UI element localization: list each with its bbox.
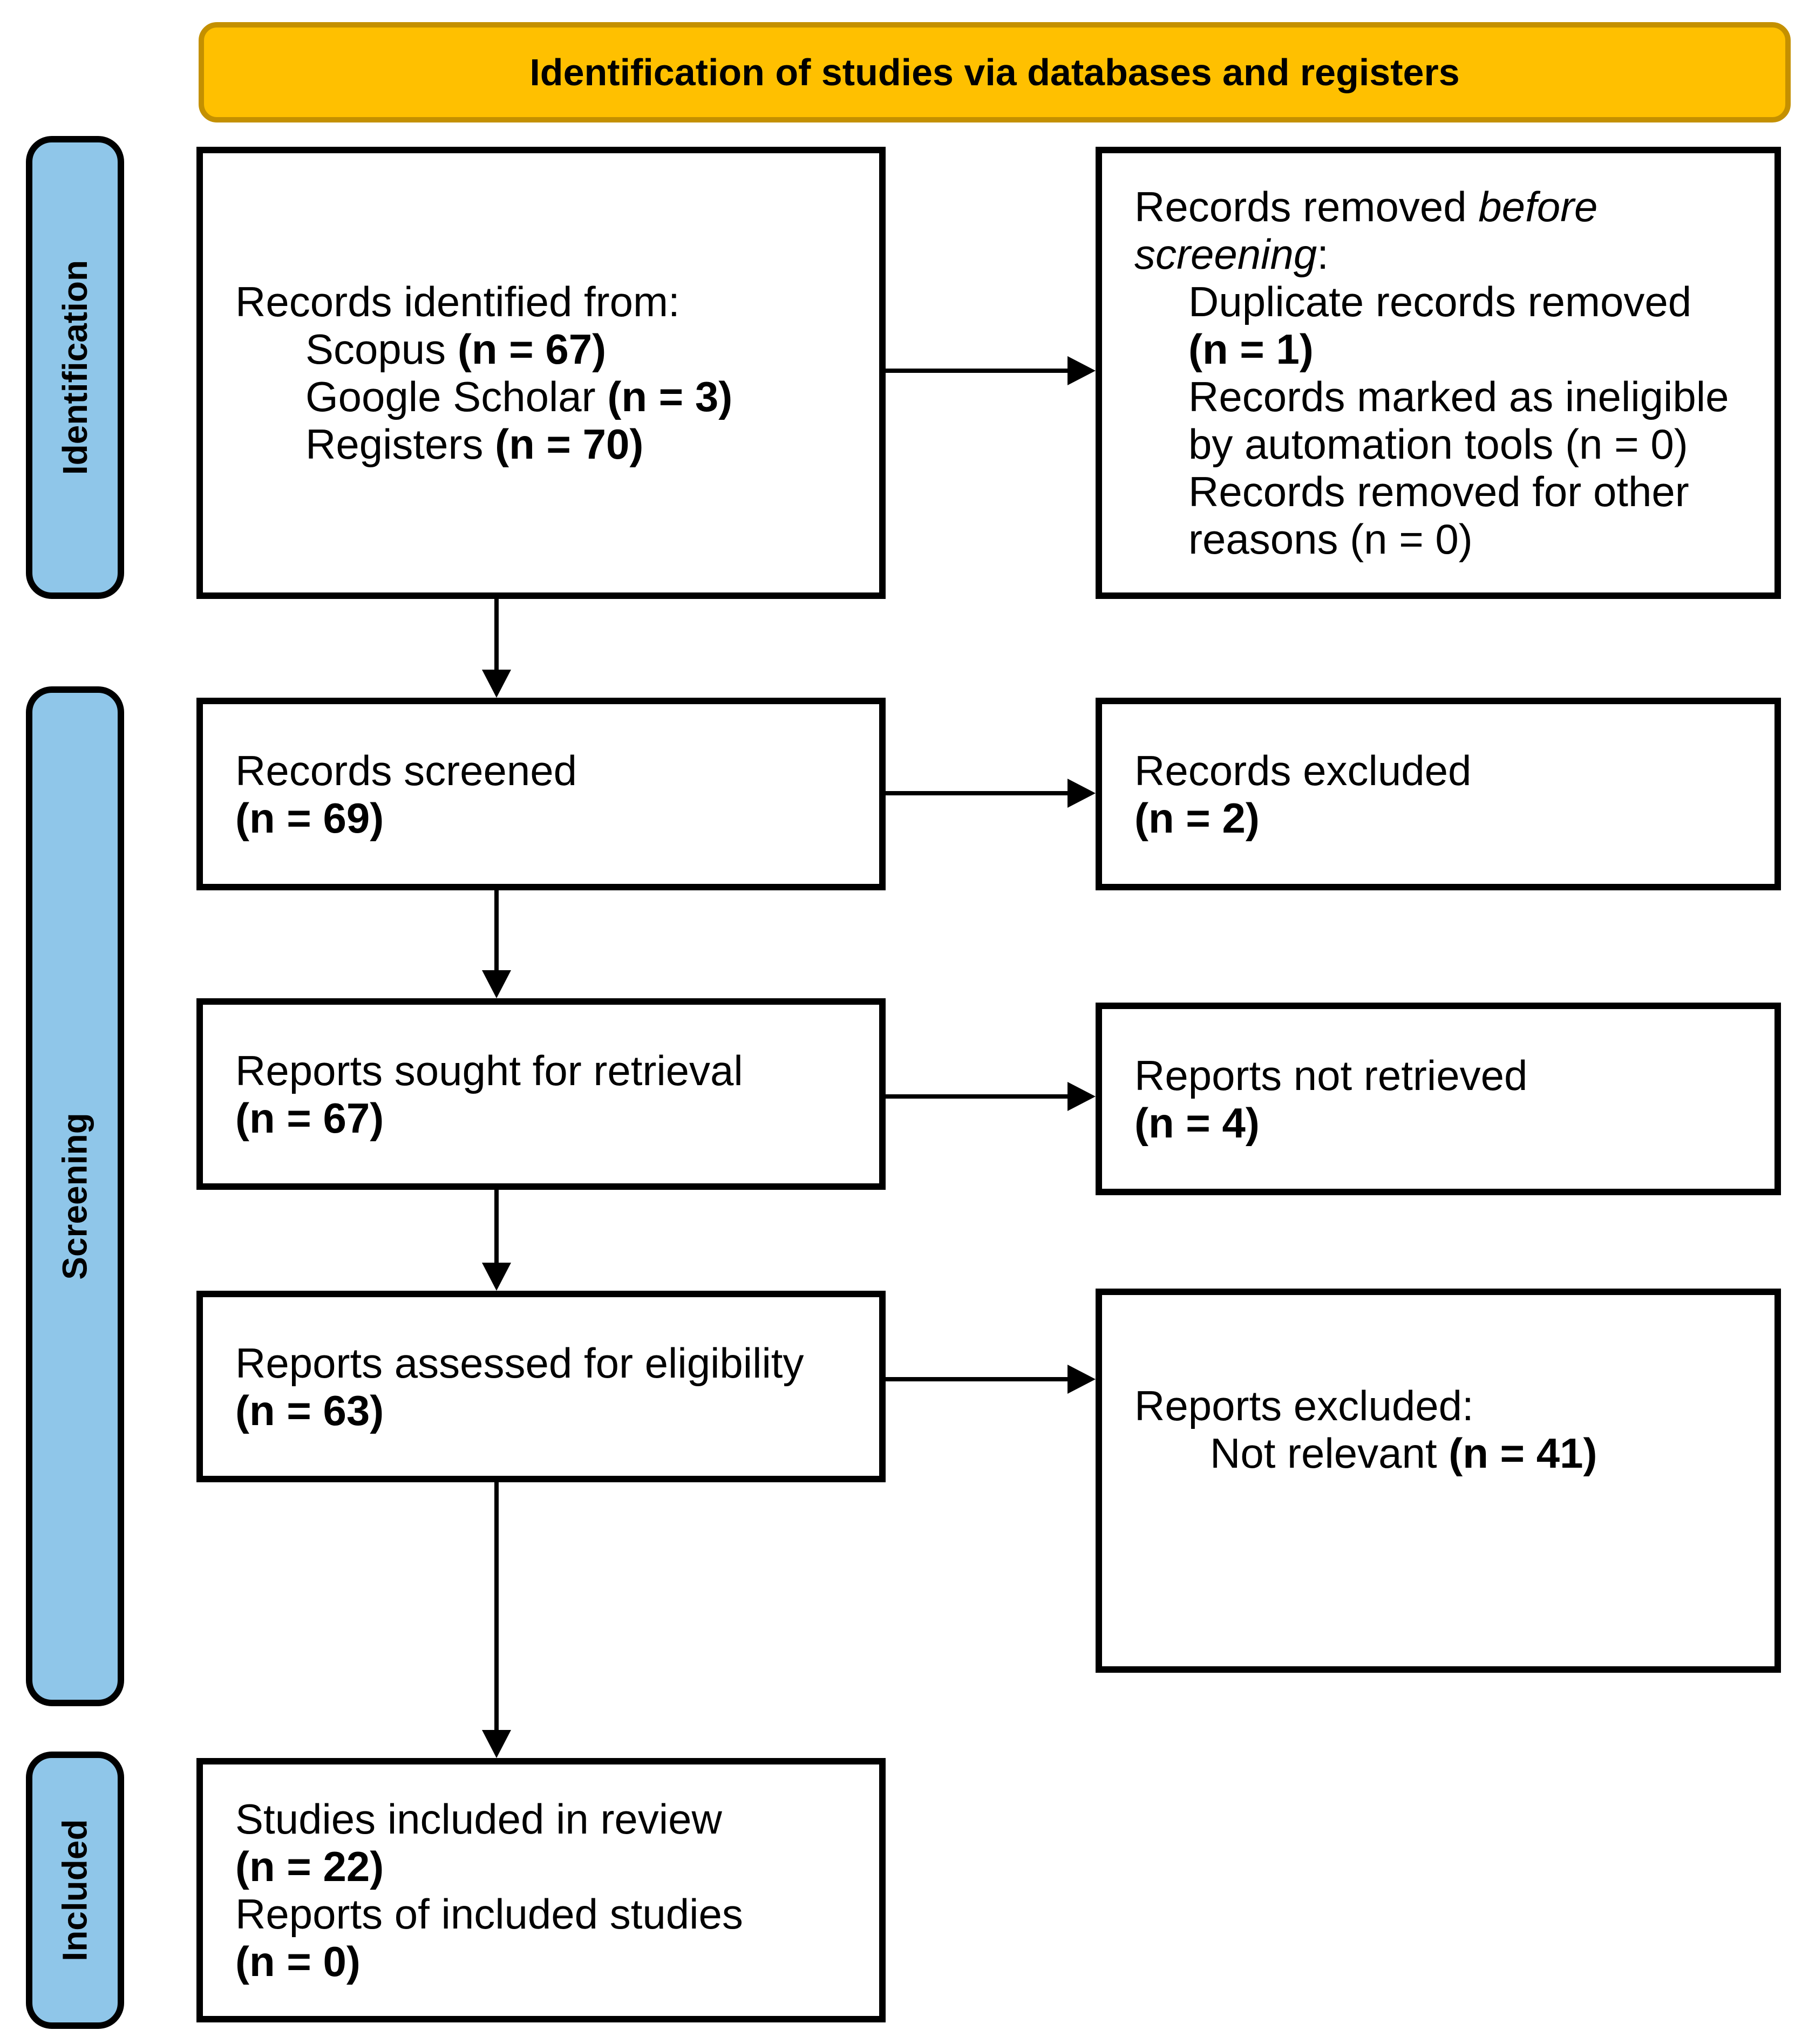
phase-bar-screening: Screening bbox=[26, 686, 124, 1706]
box-text-segment: Scopus bbox=[305, 325, 458, 373]
box-text-line: Records marked as ineligible bbox=[1134, 373, 1758, 420]
box-text-segment: Reports not retrieved bbox=[1134, 1051, 1528, 1099]
arrow-assessed-to-included-line bbox=[494, 1482, 499, 1731]
box-text-segment: (n = 3) bbox=[607, 373, 733, 420]
arrow-screened-to-sought-line bbox=[494, 890, 499, 971]
phase-label-included: Included bbox=[56, 1819, 94, 1961]
box-text-segment: (n = 69) bbox=[235, 794, 384, 842]
box-text-segment: (n = 67) bbox=[235, 1094, 384, 1142]
box-text-segment: Reports assessed for eligibility bbox=[235, 1339, 804, 1387]
box-reports-sought-for-retrieval: Reports sought for retrieval(n = 67) bbox=[196, 998, 886, 1190]
arrow-assessed-to-included-head-icon bbox=[482, 1730, 511, 1758]
box-text-segment: Records screened bbox=[235, 746, 577, 794]
box-text-line: Duplicate records removed bbox=[1134, 278, 1758, 325]
box-text-segment: (n = 22) bbox=[235, 1843, 384, 1890]
arrow-identified-to-removed-line bbox=[886, 369, 1069, 373]
box-text-segment: (n = 41) bbox=[1449, 1429, 1597, 1477]
box-text-segment: (n = 2) bbox=[1134, 794, 1260, 842]
box-text-segment: (n = 63) bbox=[235, 1386, 384, 1434]
box-text-line: (n = 22) bbox=[235, 1843, 863, 1890]
box-reports-excluded: Reports excluded:Not relevant (n = 41) bbox=[1096, 1289, 1781, 1673]
phase-label-screening: Screening bbox=[56, 1113, 94, 1280]
box-text-line: Scopus (n = 67) bbox=[235, 325, 863, 373]
box-text-segment: (n = 4) bbox=[1134, 1099, 1260, 1147]
box-records-excluded: Records excluded(n = 2) bbox=[1096, 698, 1781, 890]
box-records-identified: Records identified from:Scopus (n = 67)G… bbox=[196, 147, 886, 599]
phase-bar-included: Included bbox=[26, 1752, 124, 2029]
box-text-line: Reports excluded: bbox=[1134, 1382, 1758, 1429]
box-text-segment: Reports sought for retrieval bbox=[235, 1046, 743, 1094]
box-text-line: Records screened bbox=[235, 747, 863, 794]
box-text-segment: Records removed bbox=[1134, 183, 1479, 230]
box-text-line: (n = 0) bbox=[235, 1938, 863, 1985]
box-text-segment: by automation tools (n = 0) bbox=[1188, 420, 1688, 468]
arrow-sought-to-not-retrieved-head-icon bbox=[1068, 1082, 1096, 1111]
box-text-segment: Records excluded bbox=[1134, 746, 1472, 794]
arrow-identified-to-screened-line bbox=[494, 599, 499, 672]
box-text-segment: Records removed for other bbox=[1188, 468, 1689, 515]
box-text-segment: Registers bbox=[305, 420, 495, 468]
box-text-line: Reports not retrieved bbox=[1134, 1052, 1758, 1099]
arrow-assessed-to-excluded-line bbox=[886, 1377, 1069, 1381]
box-studies-included-in-review: Studies included in review(n = 22)Report… bbox=[196, 1758, 886, 2022]
box-text-line: (n = 63) bbox=[235, 1387, 863, 1434]
arrow-screened-to-sought-head-icon bbox=[482, 970, 511, 998]
box-reports-assessed-for-eligibility: Reports assessed for eligibility(n = 63) bbox=[196, 1291, 886, 1482]
box-text-segment: Duplicate records removed bbox=[1188, 278, 1692, 325]
banner-title: Identification of studies via databases … bbox=[199, 22, 1791, 122]
arrow-assessed-to-excluded-head-icon bbox=[1068, 1365, 1096, 1394]
box-records-screened: Records screened(n = 69) bbox=[196, 698, 886, 890]
box-text-line: Reports sought for retrieval bbox=[235, 1047, 863, 1094]
box-text-segment: reasons (n = 0) bbox=[1188, 515, 1473, 563]
box-text-segment: Not relevant bbox=[1210, 1429, 1449, 1477]
box-text-line: Records removed before bbox=[1134, 183, 1758, 230]
arrow-screened-to-excluded-head-icon bbox=[1068, 779, 1096, 808]
phase-label-identification: Identification bbox=[56, 260, 94, 475]
box-text-line: (n = 4) bbox=[1134, 1099, 1758, 1147]
box-text-segment: Records marked as ineligible bbox=[1188, 373, 1729, 420]
box-text-segment: Reports excluded: bbox=[1134, 1382, 1474, 1429]
box-text-segment: (n = 1) bbox=[1188, 325, 1314, 373]
box-text-line: Studies included in review bbox=[235, 1795, 863, 1843]
box-text-segment: Records identified from: bbox=[235, 278, 680, 325]
arrow-identified-to-removed-head-icon bbox=[1068, 356, 1096, 385]
box-text-line: screening: bbox=[1134, 230, 1758, 278]
box-text-line: Records removed for other bbox=[1134, 468, 1758, 515]
arrow-sought-to-assessed-head-icon bbox=[482, 1263, 511, 1291]
box-text-segment: before bbox=[1478, 183, 1598, 230]
box-text-segment: (n = 70) bbox=[495, 420, 644, 468]
box-reports-not-retrieved: Reports not retrieved(n = 4) bbox=[1096, 1003, 1781, 1195]
box-text-line: Registers (n = 70) bbox=[235, 420, 863, 468]
arrow-sought-to-assessed-line bbox=[494, 1190, 499, 1264]
box-text-segment: Reports of included studies bbox=[235, 1890, 743, 1938]
box-text-line: reasons (n = 0) bbox=[1134, 515, 1758, 563]
box-text-line: Not relevant (n = 41) bbox=[1134, 1429, 1758, 1477]
arrow-screened-to-excluded-line bbox=[886, 791, 1069, 795]
phase-bar-identification: Identification bbox=[26, 136, 124, 599]
box-text-line: (n = 2) bbox=[1134, 794, 1758, 842]
box-text-segment: Google Scholar bbox=[305, 373, 608, 420]
box-text-segment: screening bbox=[1134, 230, 1317, 278]
box-text-line: (n = 1) bbox=[1134, 325, 1758, 373]
box-text-line: (n = 67) bbox=[235, 1094, 863, 1142]
box-text-line: Records identified from: bbox=[235, 278, 863, 325]
arrow-sought-to-not-retrieved-line bbox=[886, 1094, 1069, 1099]
arrow-identified-to-screened-head-icon bbox=[482, 670, 511, 698]
box-text-segment: (n = 67) bbox=[457, 325, 607, 373]
box-text-line: Reports assessed for eligibility bbox=[235, 1339, 863, 1387]
box-text-segment: Studies included in review bbox=[235, 1795, 722, 1843]
box-text-segment: (n = 0) bbox=[235, 1938, 361, 1985]
box-text-segment: : bbox=[1317, 230, 1329, 278]
box-text-line: by automation tools (n = 0) bbox=[1134, 420, 1758, 468]
box-text-line: Records excluded bbox=[1134, 747, 1758, 794]
box-text-line: Reports of included studies bbox=[235, 1890, 863, 1938]
box-text-line: Google Scholar (n = 3) bbox=[235, 373, 863, 420]
box-text-line: (n = 69) bbox=[235, 794, 863, 842]
